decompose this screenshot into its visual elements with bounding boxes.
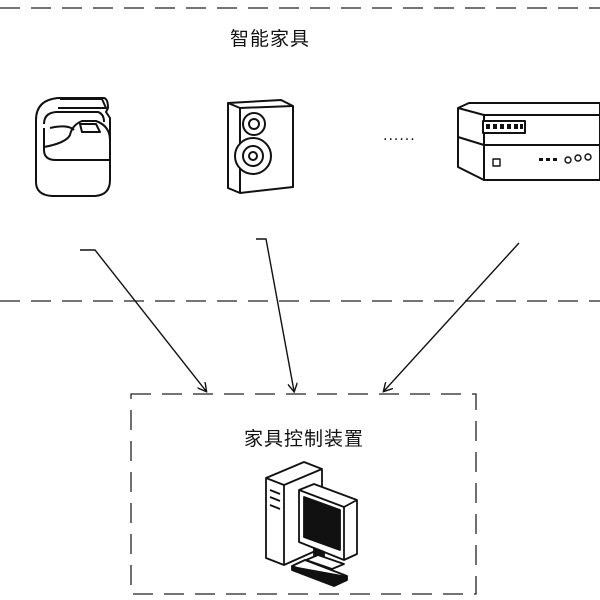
arrow-toaster-to-controller xyxy=(80,249,206,391)
arrow-switch-to-controller xyxy=(384,242,520,391)
toaster-device-icon xyxy=(35,97,111,197)
smart-home-title: 智能家具 xyxy=(230,28,311,50)
arrow-speaker-to-controller xyxy=(256,238,294,391)
more-devices-ellipsis: ...... xyxy=(383,128,416,144)
controller-title: 家具控制装置 xyxy=(244,428,365,450)
network-switch-device-icon xyxy=(457,102,600,181)
controller-dashed-box xyxy=(130,393,477,595)
computer-icon xyxy=(265,461,358,587)
speaker-device-icon xyxy=(227,99,294,194)
